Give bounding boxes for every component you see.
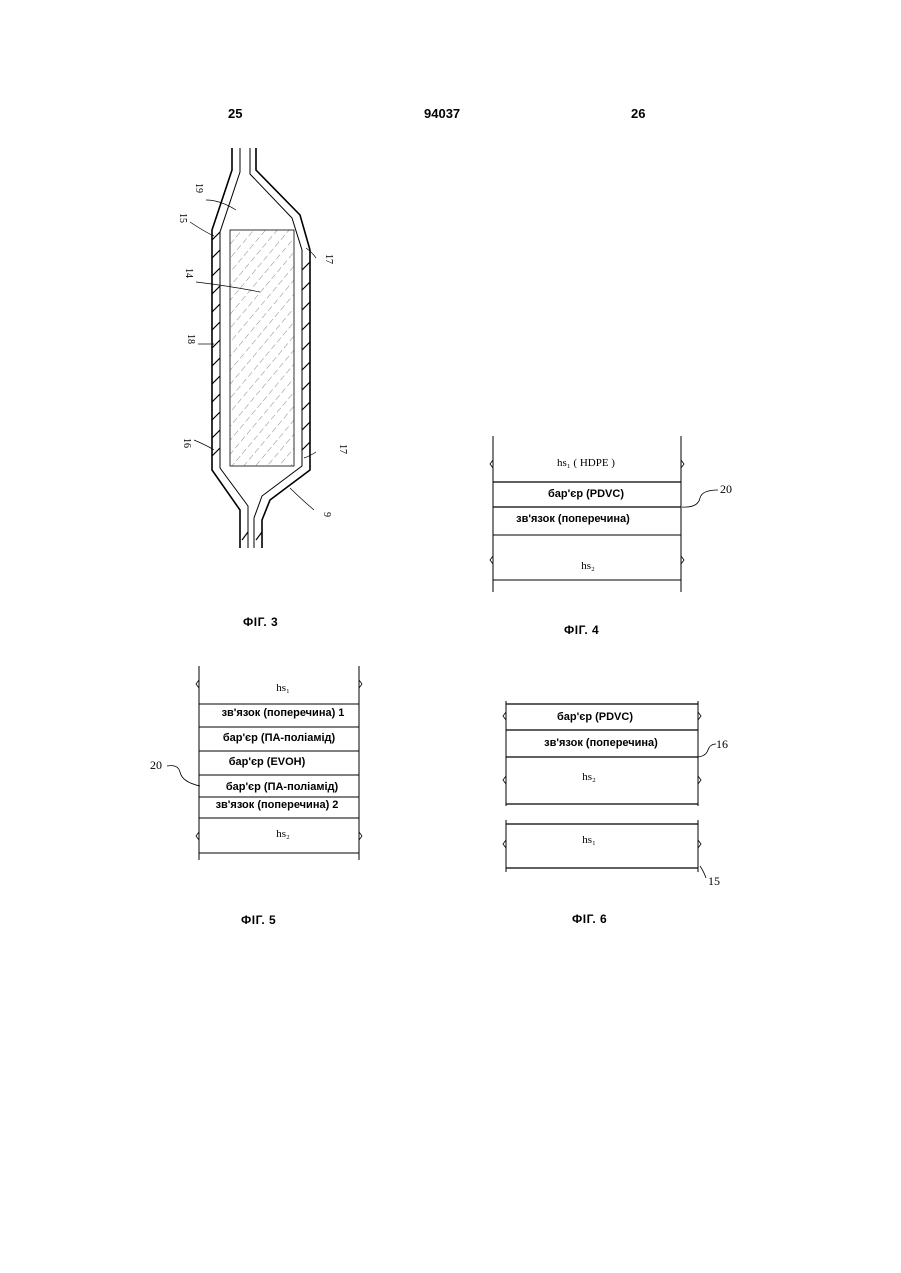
fig6-layer-hs1: hs₁	[582, 834, 596, 846]
fig6-ref-16: 16	[716, 737, 728, 752]
fig6-layer-tie: зв'язок (поперечина)	[544, 737, 658, 749]
fig6-layer-hs2: hs₂	[582, 771, 596, 783]
fig6-caption: ФІГ. 6	[572, 912, 607, 926]
fig6-layer-barrier: бар'єр (PDVC)	[557, 711, 633, 723]
fig6-ref-15: 15	[708, 874, 720, 889]
